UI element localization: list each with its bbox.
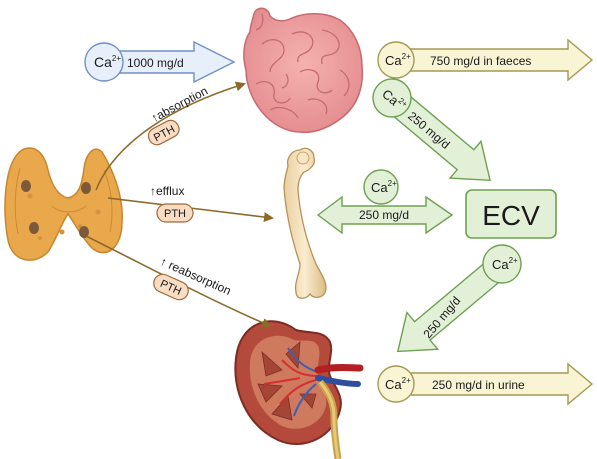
small-intestine-icon	[243, 7, 364, 134]
pth-reabsorption: ↑ reabsorption PTH	[153, 254, 233, 301]
gut-ecv-ca-ion-icon	[372, 78, 412, 118]
pth-efflux-label: ↑efflux	[150, 184, 184, 198]
intake-amount: 1000 mg/d	[127, 56, 184, 70]
pth-absorption-label: ↑absorption	[149, 84, 210, 125]
bone-exchange-amount: 250 mg/d	[359, 208, 409, 222]
faeces-amount: 750 mg/d in faeces	[430, 54, 531, 68]
bone-ca-ion-icon	[363, 169, 399, 205]
ureter-icon	[317, 379, 342, 459]
faeces-ca-label: Ca2+	[385, 52, 411, 68]
bone-ecv-exchange-arrow: Ca2+ 250 mg/d	[316, 169, 454, 235]
ecv-to-kidney-arrow	[396, 260, 504, 353]
urine-ca-ion-icon	[377, 365, 415, 403]
bone-ca-label: Ca2+	[371, 179, 397, 195]
intake-ca-ion-icon	[84, 42, 124, 82]
pth-efflux-badge	[156, 203, 194, 223]
renal-artery-icon	[263, 359, 319, 405]
calcium-intake-arrow: Ca2+ 1000 mg/d	[84, 40, 236, 84]
pth-efflux: ↑efflux PTH	[150, 184, 194, 223]
urine-amount: 250 mg/d in urine	[432, 378, 525, 392]
faeces-ca-ion-icon	[377, 41, 415, 79]
pth-absorption: ↑absorption PTH	[147, 84, 210, 146]
pth-reabsorption-badge	[153, 273, 189, 301]
intake-ca-label: Ca2+	[94, 54, 121, 70]
pth-absorption-badge	[147, 119, 180, 146]
ecv-kidney-ca-ion-icon	[482, 244, 522, 284]
parathyroid-gland-icon	[21, 180, 91, 238]
ecv-label: ECV	[482, 200, 540, 231]
thyroid-gland-icon	[4, 147, 123, 261]
faeces-output-arrow: Ca2+ 750 mg/d in faeces	[377, 38, 594, 82]
kidney-icon	[234, 320, 364, 459]
ecv-kidney-ca-label: Ca2+	[492, 256, 518, 272]
femur-bone-icon	[283, 147, 327, 299]
urine-ca-label: Ca2+	[385, 376, 411, 392]
ecv-compartment: ECV	[465, 189, 557, 239]
pth-efflux-badge-text: PTH	[164, 208, 186, 220]
urine-output-arrow: Ca2+ 250 mg/d in urine	[377, 362, 594, 406]
